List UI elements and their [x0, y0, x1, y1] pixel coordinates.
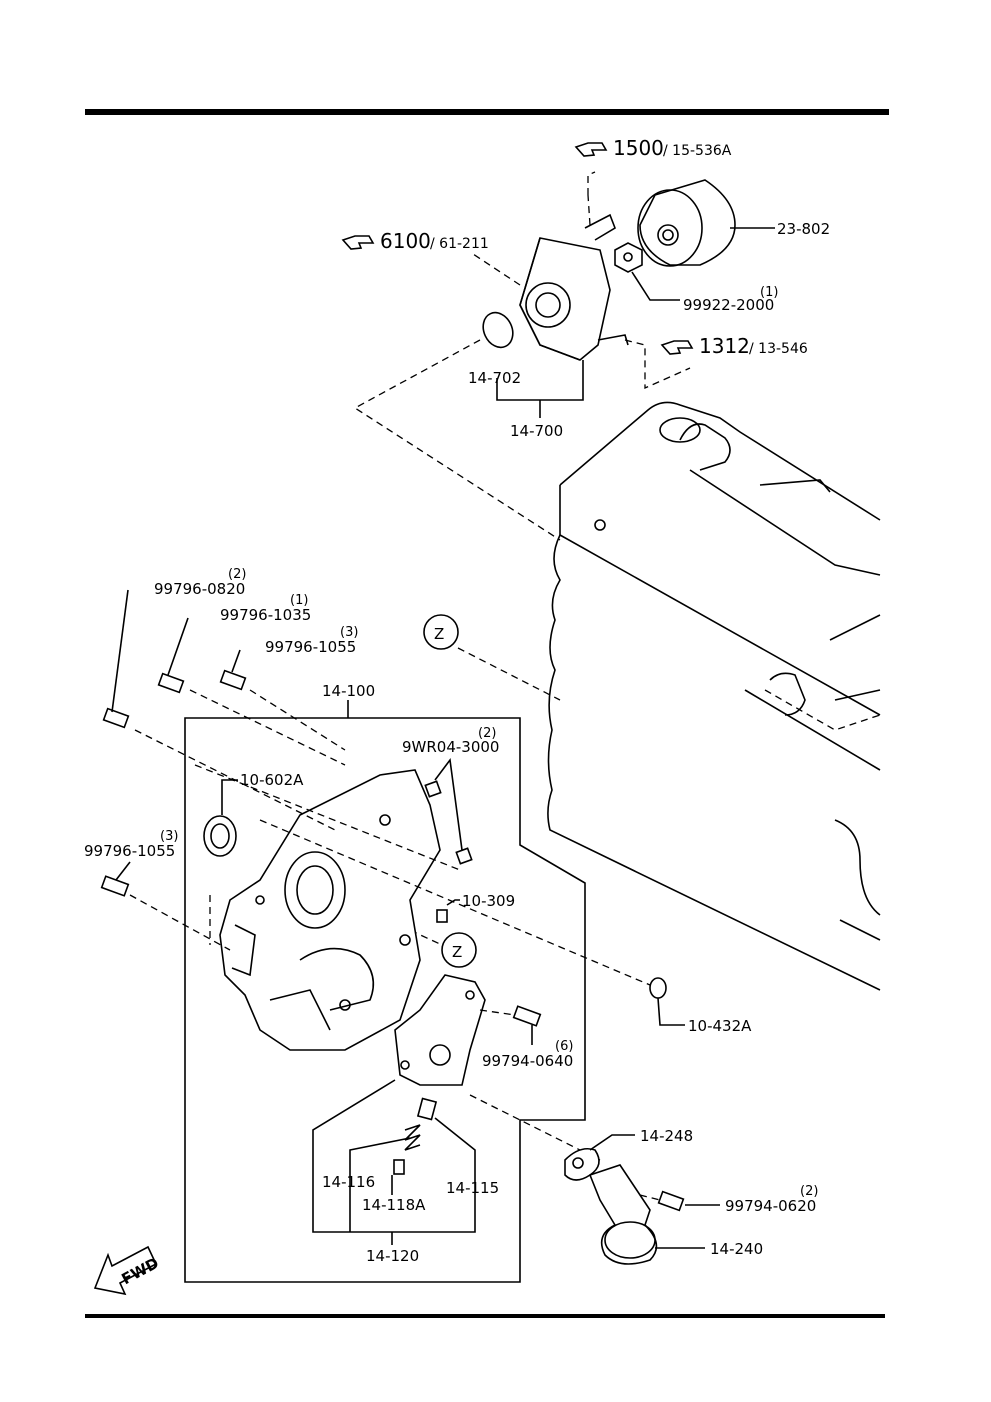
label-14-116: 14-116 [322, 1173, 375, 1191]
label-23-802: 23-802 [777, 220, 830, 238]
label-10-432a: 10-432A [688, 1017, 752, 1035]
bolt-99796-1035 [157, 672, 185, 694]
ref-1312-sub: / 13-546 [749, 341, 808, 357]
ref-1312-main: 1312 [699, 334, 750, 358]
pointing-hand-icon [574, 142, 608, 157]
qty-99796-1055-b: (3) [160, 829, 178, 844]
oil-pump [394, 974, 486, 1086]
o-ring-14-702 [482, 311, 514, 349]
label-99794-0620: 99794-0620 [725, 1197, 816, 1215]
oil-filter [637, 179, 736, 267]
qty-99796-1035: (1) [290, 593, 308, 608]
label-10-309: 10-309 [462, 892, 515, 910]
engine-block [547, 401, 881, 991]
label-14-248: 14-248 [640, 1127, 693, 1145]
label-14-702: 14-702 [468, 369, 521, 387]
bolt-99794-0620 [657, 1190, 685, 1212]
leader-1500 [587, 171, 596, 195]
oil-strainer-14-240 [588, 1164, 658, 1265]
qty-9wr04-3000: (2) [478, 726, 496, 741]
qty-99796-0820: (2) [228, 567, 246, 582]
zone-marker-z-2-text: Z [452, 943, 462, 961]
gasket-14-248 [564, 1147, 600, 1181]
label-14-100: 14-100 [322, 682, 375, 700]
ref-1500-sub: / 15-536A [663, 143, 732, 159]
label-14-240: 14-240 [710, 1240, 763, 1258]
union-nut [614, 242, 643, 273]
pointing-hand-icon [660, 340, 694, 355]
label-9wr04-3000: 9WR04-3000 [402, 738, 499, 756]
ref-6100: 6100 / 61-211 [341, 229, 489, 253]
label-14-118a: 14-118A [362, 1196, 426, 1214]
qty-99794-0640: (6) [555, 1039, 573, 1054]
label-14-115: 14-115 [446, 1179, 499, 1197]
oil-seal-10-602a [203, 815, 237, 857]
qty-99794-0620: (2) [800, 1184, 818, 1199]
label-10-602a: 10-602A [240, 771, 304, 789]
qty-99922-2000: (1) [760, 285, 778, 300]
label-14-120: 14-120 [366, 1247, 419, 1265]
ref-6100-main: 6100 [380, 229, 431, 253]
pointing-hand-icon [341, 235, 375, 250]
zone-marker-z-1-text: Z [434, 625, 444, 643]
ref-6100-sub: / 61-211 [430, 236, 489, 252]
label-14-700: 14-700 [510, 422, 563, 440]
label-99796-1055-a: 99796-1055 [265, 638, 356, 656]
ref-1500-main: 1500 [613, 136, 664, 160]
label-99796-1055-b: 99796-1055 [84, 842, 175, 860]
bolt-99796-0820 [102, 707, 130, 729]
label-99796-1035: 99796-1035 [220, 606, 311, 624]
zone-marker-z-2 [441, 932, 477, 968]
oil-cooler [519, 213, 629, 361]
ref-1312: 1312 / 13-546 [660, 334, 808, 358]
zone-marker-z-1 [423, 614, 459, 650]
qty-99796-1055-a: (3) [340, 625, 358, 640]
bolt-99794-0640 [512, 1005, 542, 1027]
bolt-99796-1055-b [100, 875, 130, 897]
relief-valve [393, 1097, 438, 1175]
bolt-99796-1055-a [219, 669, 247, 691]
label-99922-2000: 99922-2000 [683, 296, 774, 314]
timing-chain-cover [219, 769, 441, 1051]
ref-1500: 1500 / 15-536A [574, 136, 732, 160]
fwd-arrow-icon [93, 1245, 158, 1296]
assembly-box-14-100 [184, 717, 586, 1283]
label-99796-0820: 99796-0820 [154, 580, 245, 598]
label-99794-0640: 99794-0640 [482, 1052, 573, 1070]
